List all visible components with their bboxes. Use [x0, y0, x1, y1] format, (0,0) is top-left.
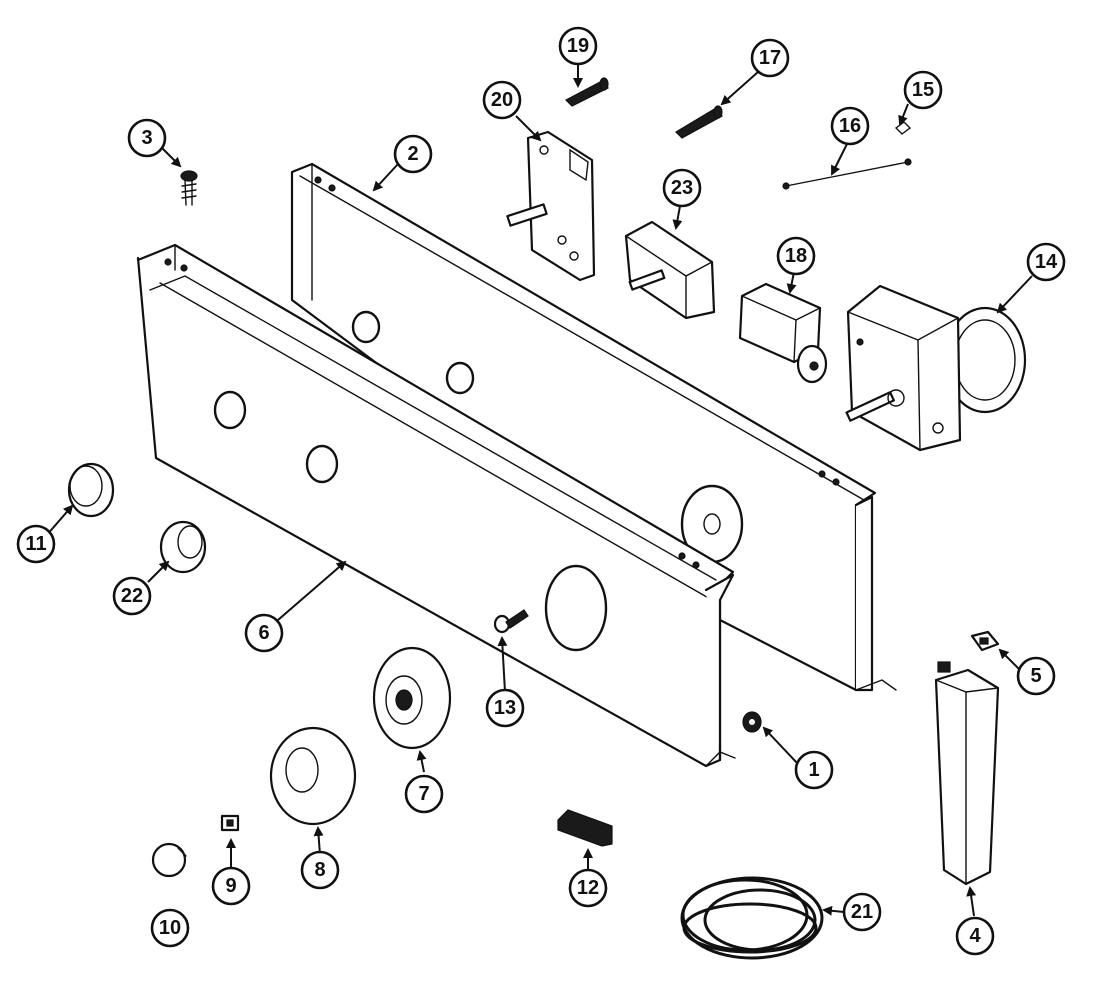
- leader-lines: [45, 64, 1033, 917]
- front-console: [136, 243, 736, 768]
- callout-13: 13: [485, 688, 525, 728]
- callout-6: 6: [244, 613, 284, 653]
- callout-15: 15: [903, 70, 943, 110]
- callout-7: 7: [404, 774, 444, 814]
- callout-11-label: 11: [25, 533, 46, 555]
- screw-19: [564, 77, 609, 107]
- callout-4: 4: [955, 916, 995, 956]
- callout-14-label: 14: [1035, 251, 1058, 273]
- callout-23: 23: [662, 168, 702, 208]
- clip-9: [220, 814, 240, 832]
- callout-8-label: 8: [314, 859, 325, 881]
- callout-3: 3: [127, 118, 167, 158]
- callout-23-label: 23: [671, 177, 693, 199]
- callout-17-label: 17: [759, 47, 781, 69]
- callout-18: 18: [776, 236, 816, 276]
- callout-11: 11: [16, 524, 56, 564]
- callout-2-label: 2: [407, 143, 418, 165]
- callout-3-label: 3: [141, 127, 152, 149]
- screw-3: [180, 170, 198, 206]
- screw-17: [675, 105, 723, 139]
- callout-19: 19: [558, 26, 598, 66]
- callout-15-label: 15: [912, 79, 934, 101]
- callout-5: 5: [1016, 656, 1056, 696]
- knob-7: [372, 646, 452, 750]
- callout-6-label: 6: [258, 622, 269, 644]
- callout-12-label: 12: [577, 877, 599, 899]
- callout-4-label: 4: [969, 925, 981, 947]
- callout-12: 12: [568, 868, 608, 908]
- pad-12: [557, 809, 613, 847]
- callout-20-label: 20: [491, 89, 513, 111]
- callout-1: 1: [794, 750, 834, 790]
- callout-8: 8: [300, 850, 340, 890]
- wire-harness: [680, 876, 824, 960]
- callout-10-label: 10: [159, 917, 181, 939]
- callout-21-label: 21: [851, 901, 873, 923]
- callout-9-label: 9: [225, 875, 236, 897]
- selector-switch: [624, 220, 716, 320]
- knob-8: [269, 726, 357, 826]
- callout-1-label: 1: [808, 759, 819, 781]
- callout-22: 22: [112, 576, 152, 616]
- timer-motor: [845, 284, 1027, 452]
- callout-19-label: 19: [567, 35, 589, 57]
- callout-22-label: 22: [121, 585, 143, 607]
- callout-20: 20: [482, 80, 522, 120]
- timer-bracket: [506, 130, 596, 282]
- knob-22: [159, 520, 207, 574]
- wire-jumper: [782, 158, 912, 190]
- callout-7-label: 7: [418, 783, 429, 805]
- nut-1: [742, 711, 762, 733]
- callout-9: 9: [211, 866, 251, 906]
- end-cap-4: [934, 661, 1000, 886]
- button-10: [151, 842, 187, 878]
- callout-14: 14: [1026, 242, 1066, 282]
- callout-17: 17: [750, 38, 790, 78]
- callout-13-label: 13: [494, 697, 516, 719]
- callout-10: 10: [150, 908, 190, 948]
- callout-2: 2: [393, 134, 433, 174]
- callout-18-label: 18: [785, 245, 807, 267]
- callout-16: 16: [830, 106, 870, 146]
- clip-5: [970, 630, 1000, 652]
- rear-panel: [290, 162, 897, 692]
- callout-5-label: 5: [1030, 665, 1041, 687]
- knob-11: [67, 462, 115, 518]
- callout-16-label: 16: [839, 115, 861, 137]
- screw-13: [493, 609, 529, 634]
- relay-18: [738, 282, 828, 384]
- callout-21: 21: [842, 892, 882, 932]
- clip-15: [894, 121, 912, 135]
